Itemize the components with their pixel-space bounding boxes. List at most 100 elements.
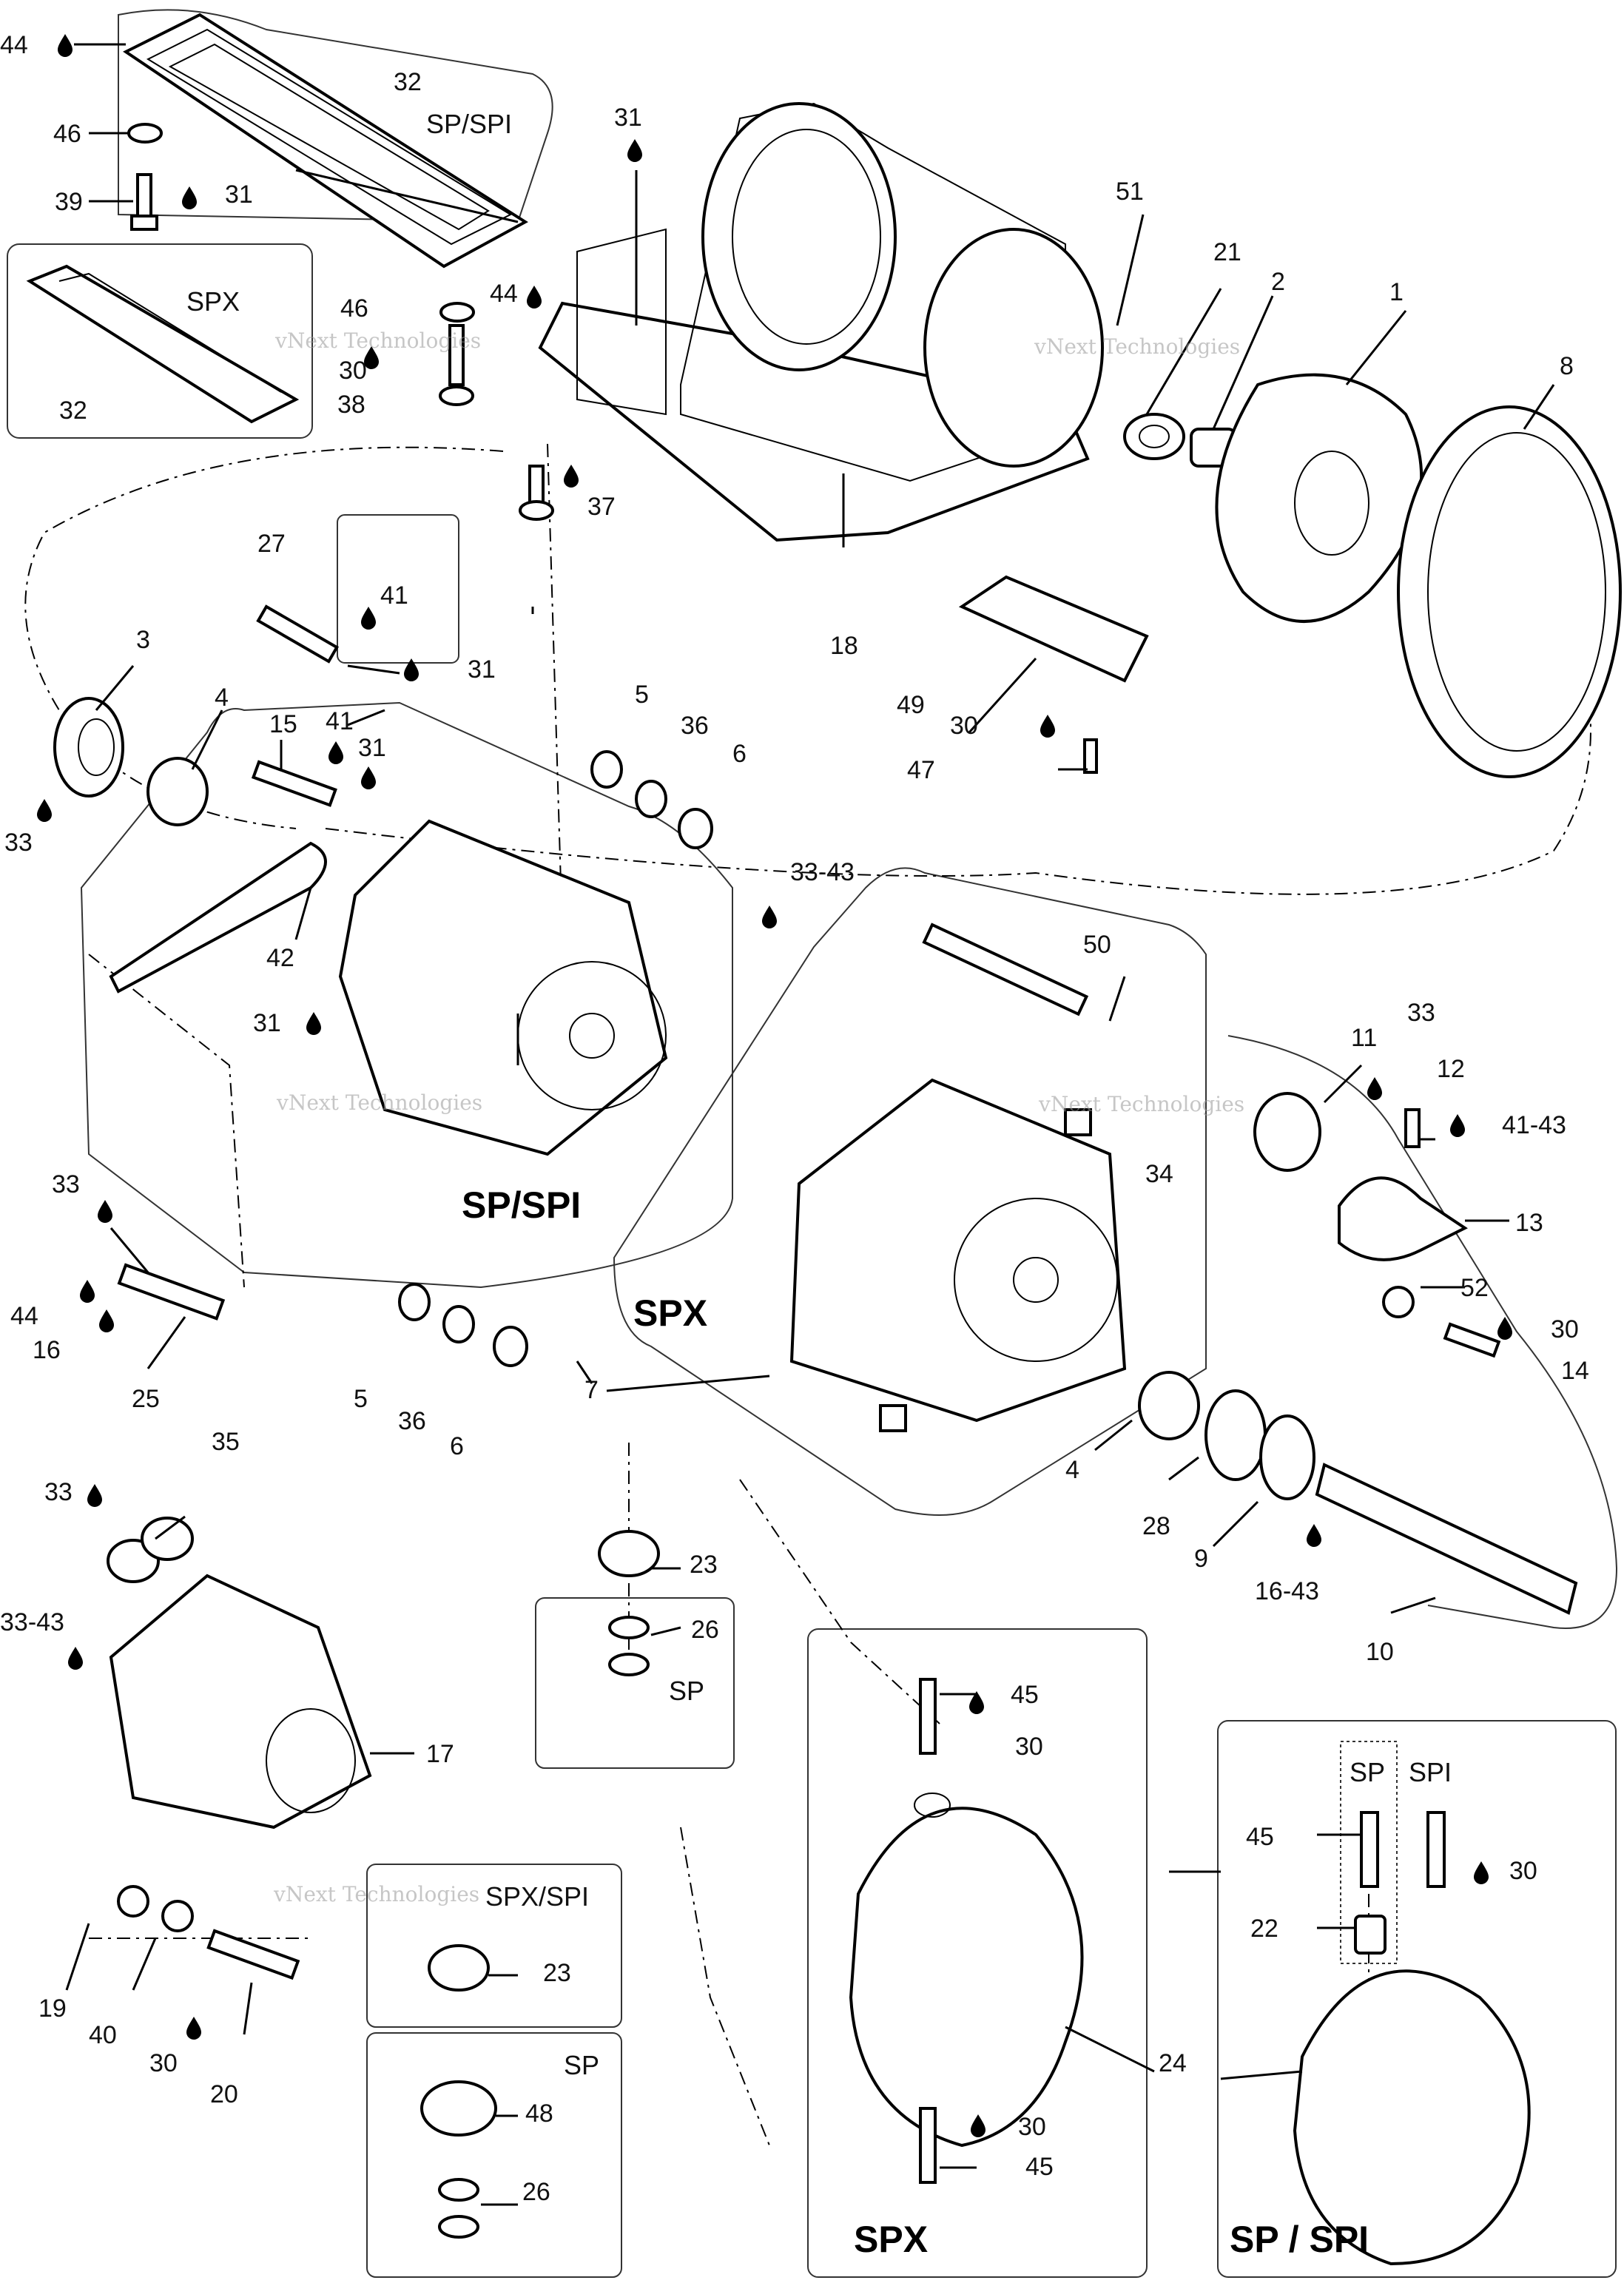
callout: 23 (690, 1551, 718, 1579)
part-11-oring (1253, 1092, 1321, 1172)
part-39-screw (130, 173, 158, 231)
part-32-spx-support (26, 264, 300, 424)
part-35-oring (107, 1517, 194, 1583)
part-22-spacer (1354, 1915, 1387, 1955)
callout: 44 (0, 31, 28, 59)
part-21-bushing (1123, 413, 1185, 460)
part-1-impeller (1215, 373, 1423, 623)
watermarks: vNext Technologies vNext Technologies vN… (273, 328, 1244, 1906)
section-titles: SP/SPI SPX SPX SP / SPI (462, 1184, 1369, 2260)
group-frames (7, 9, 1618, 2278)
callout: 3 (136, 626, 150, 654)
part-36-lockwasher (442, 780, 667, 1343)
callout: 4 (1065, 1456, 1079, 1484)
callout: 31 (358, 734, 386, 762)
callout: 30 (1551, 1315, 1579, 1343)
part-45-screw (919, 1678, 1446, 2184)
callout: 17 (426, 1740, 454, 1768)
callout: 33 (52, 1170, 80, 1198)
part-47-screw (1083, 738, 1098, 774)
callout: 52 (1460, 1274, 1489, 1302)
part-housing-spx (789, 1078, 1127, 1423)
part-20-bolt (206, 1929, 300, 1980)
callout: 5 (635, 681, 649, 709)
alignment-lines (24, 443, 1591, 2146)
part-26-washer (438, 1616, 650, 2239)
callout: 44 (10, 1302, 38, 1330)
callout: 30 (339, 357, 367, 385)
callout: 26 (522, 2178, 550, 2206)
callout: 41-43 (1502, 1111, 1566, 1139)
part-13-cap (1338, 1176, 1468, 1261)
callout: 15 (269, 710, 297, 738)
part-48-insert (420, 2080, 497, 2137)
callout: 44 (490, 280, 518, 308)
callout: 16-43 (1255, 1577, 1319, 1605)
watermark: vNext Technologies (273, 1882, 479, 1906)
callout: 11 (1351, 1024, 1377, 1052)
callout: 12 (1437, 1055, 1465, 1083)
variant-label: SPI (1409, 1757, 1452, 1787)
callout-labels: 44 46 39 31 32 SP/SPI SPX 46 30 38 44 31… (0, 31, 1589, 2206)
callout: 4 (215, 684, 229, 712)
part-42-bracket (109, 841, 327, 994)
callout: 28 (1142, 1512, 1170, 1540)
callout: 32 (59, 397, 87, 425)
callout: 20 (210, 2080, 238, 2108)
callout: 14 (1561, 1357, 1589, 1385)
callout: 46 (340, 294, 368, 323)
callout: 6 (450, 1432, 464, 1460)
part-14-screw (1443, 1322, 1501, 1358)
part-40-lockwasher (161, 1900, 194, 1932)
variant-label: SP (669, 1676, 704, 1706)
callout: 46 (53, 120, 81, 148)
part-23-grommet (428, 1530, 660, 1992)
part-52-washer (1382, 1286, 1415, 1318)
callout: 48 (525, 2100, 553, 2128)
part-3-seal (53, 697, 124, 797)
callout: 26 (691, 1616, 719, 1644)
part-37-screw (519, 465, 554, 521)
part-32-sp-support (123, 13, 528, 269)
callout: 31 (614, 104, 642, 132)
part-4-bearing (146, 757, 1200, 1440)
part-9-thrust-washer (1259, 1414, 1315, 1500)
part-24-nozzle-sp-spi (1293, 1969, 1531, 2266)
section-title-spx-nozzle: SPX (854, 2219, 928, 2260)
callout: 45 (1246, 1823, 1274, 1851)
variant-label: SPX (186, 286, 240, 317)
part-28-washer (1204, 1389, 1267, 1481)
part-50-pin (922, 923, 1089, 1016)
callout: 16 (33, 1336, 61, 1364)
callout: 31 (468, 655, 496, 684)
callout: 30 (149, 2049, 178, 2077)
callout: 33-43 (0, 1608, 64, 1636)
callout: 30 (1015, 1733, 1043, 1761)
part-17-venturi (109, 1574, 372, 1830)
callout: 33 (44, 1478, 73, 1506)
callout: 33-43 (790, 858, 855, 886)
callout: 41 (380, 581, 408, 610)
variant-label: SPX/SPI (485, 1881, 589, 1912)
variant-label: SP/SPI (426, 109, 512, 139)
callout: 32 (394, 68, 422, 96)
part-25-stud (117, 1263, 226, 1321)
callout: 41 (326, 707, 354, 735)
callout: 24 (1159, 2049, 1187, 2077)
watermark: vNext Technologies (276, 1090, 482, 1115)
callout: 25 (132, 1385, 160, 1413)
part-6-nut (493, 808, 713, 1367)
callout: 8 (1560, 352, 1574, 380)
callout: 42 (266, 944, 294, 972)
callout: 51 (1116, 178, 1144, 206)
callout: 30 (950, 712, 978, 740)
watermark: vNext Technologies (274, 328, 481, 353)
callout: 18 (830, 632, 858, 660)
part-19-washer (117, 1885, 149, 1918)
watermark: vNext Technologies (1034, 334, 1240, 359)
callout: 23 (543, 1959, 571, 1987)
callout: 5 (354, 1385, 368, 1413)
callout: 6 (732, 740, 747, 768)
callout: 27 (257, 530, 286, 558)
